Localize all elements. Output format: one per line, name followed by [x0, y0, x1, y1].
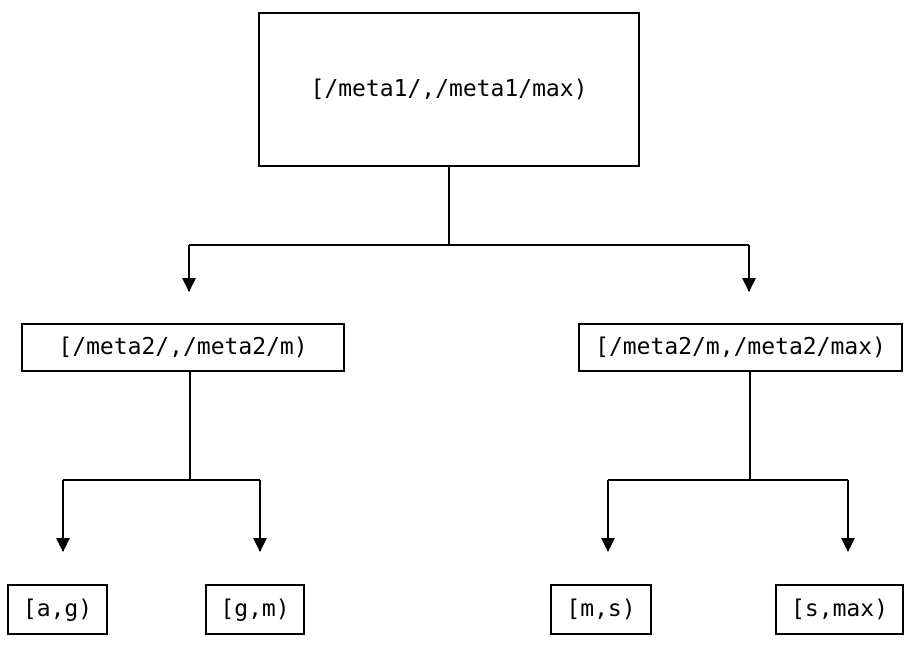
tree-node-meta2-low-label: [/meta2/,/meta2/m) — [58, 334, 308, 360]
edge-root-to-level1 — [182, 167, 756, 292]
tree-node-leaf-smax[interactable]: [s,max) — [775, 584, 904, 635]
tree-node-meta2-high[interactable]: [/meta2/m,/meta2/max) — [578, 323, 903, 372]
tree-node-leaf-ms[interactable]: [m,s) — [550, 584, 652, 635]
tree-node-meta2-low[interactable]: [/meta2/,/meta2/m) — [21, 323, 345, 372]
tree-node-root-label: [/meta1/,/meta1/max) — [310, 76, 588, 102]
edge-meta2high-to-leaves — [601, 372, 855, 552]
tree-node-meta2-high-label: [/meta2/m,/meta2/max) — [595, 334, 886, 360]
edge-meta2low-to-leaves — [56, 372, 267, 552]
tree-node-leaf-gm-label: [g,m) — [220, 596, 290, 622]
tree-node-leaf-smax-label: [s,max) — [791, 596, 888, 622]
tree-node-leaf-gm[interactable]: [g,m) — [205, 584, 305, 635]
tree-node-root[interactable]: [/meta1/,/meta1/max) — [258, 12, 640, 167]
tree-node-leaf-ms-label: [m,s) — [566, 596, 636, 622]
tree-node-leaf-ag-label: [a,g) — [22, 596, 93, 622]
tree-node-leaf-ag[interactable]: [a,g) — [7, 584, 108, 635]
